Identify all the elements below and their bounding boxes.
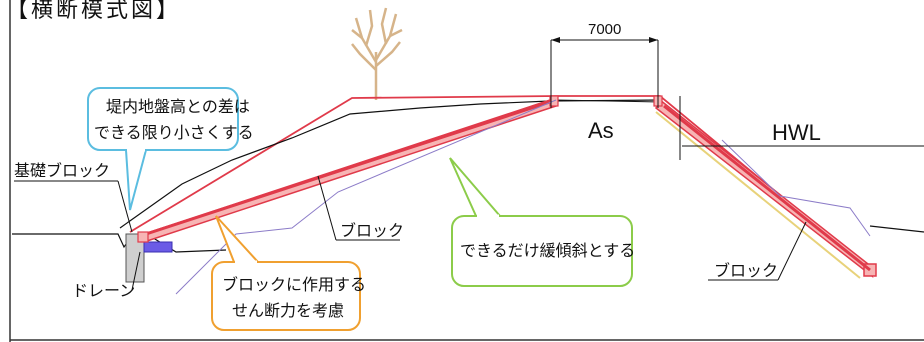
tree-icon [351,7,403,100]
crest-pavement-line [554,99,661,103]
dimension-value: 7000 [588,21,621,38]
dimension-arrow-left [551,37,560,43]
diagram-title: 【横断模式図】 [6,0,181,23]
landside-block-outline [175,99,557,295]
riverside-filter-line [655,111,861,279]
block-label-center: ブロック [340,221,404,240]
drain-pipe [143,241,173,253]
callout-shear-line1: ブロックに作用する [222,275,366,294]
as-label: As [588,118,614,143]
ground-line-right [869,225,924,233]
toe-block-landside [137,231,149,243]
callout-gentle-slope: できるだけ緩傾斜とする [449,157,635,287]
callout-shear-force: ブロックに作用する せん断力を考慮 [211,215,366,331]
callout-ground-level-line2: できる限り小さくする [94,123,254,142]
dimension-arrow-right [649,37,658,43]
block-label-right: ブロック [714,261,778,280]
riverside-block-outline [721,139,871,237]
drain-ditch-line [149,235,227,253]
landside-block-edge [139,100,551,238]
riverside-block-edge [663,104,871,272]
callout-gentle-slope-text: できるだけ緩傾斜とする [460,241,635,260]
block-center-leader [317,175,337,241]
callout-ground-level-line1: 堤内地盤高との差は [106,97,250,116]
hwl-label: HWL [772,120,821,145]
foundation-block [125,233,145,283]
foundation-block-leader [117,180,133,233]
levee-surface-line [119,99,661,229]
drain-label: ドレーン [72,281,135,300]
callout-shear-line2: せん断力を考慮 [232,301,344,320]
foundation-block-label: 基礎ブロック [14,161,110,180]
block-right-leader [777,221,807,281]
ground-line-left [12,233,143,249]
drain-leader [131,251,141,291]
callout-ground-level: 堤内地盤高との差は できる限り小さくする [87,87,254,211]
